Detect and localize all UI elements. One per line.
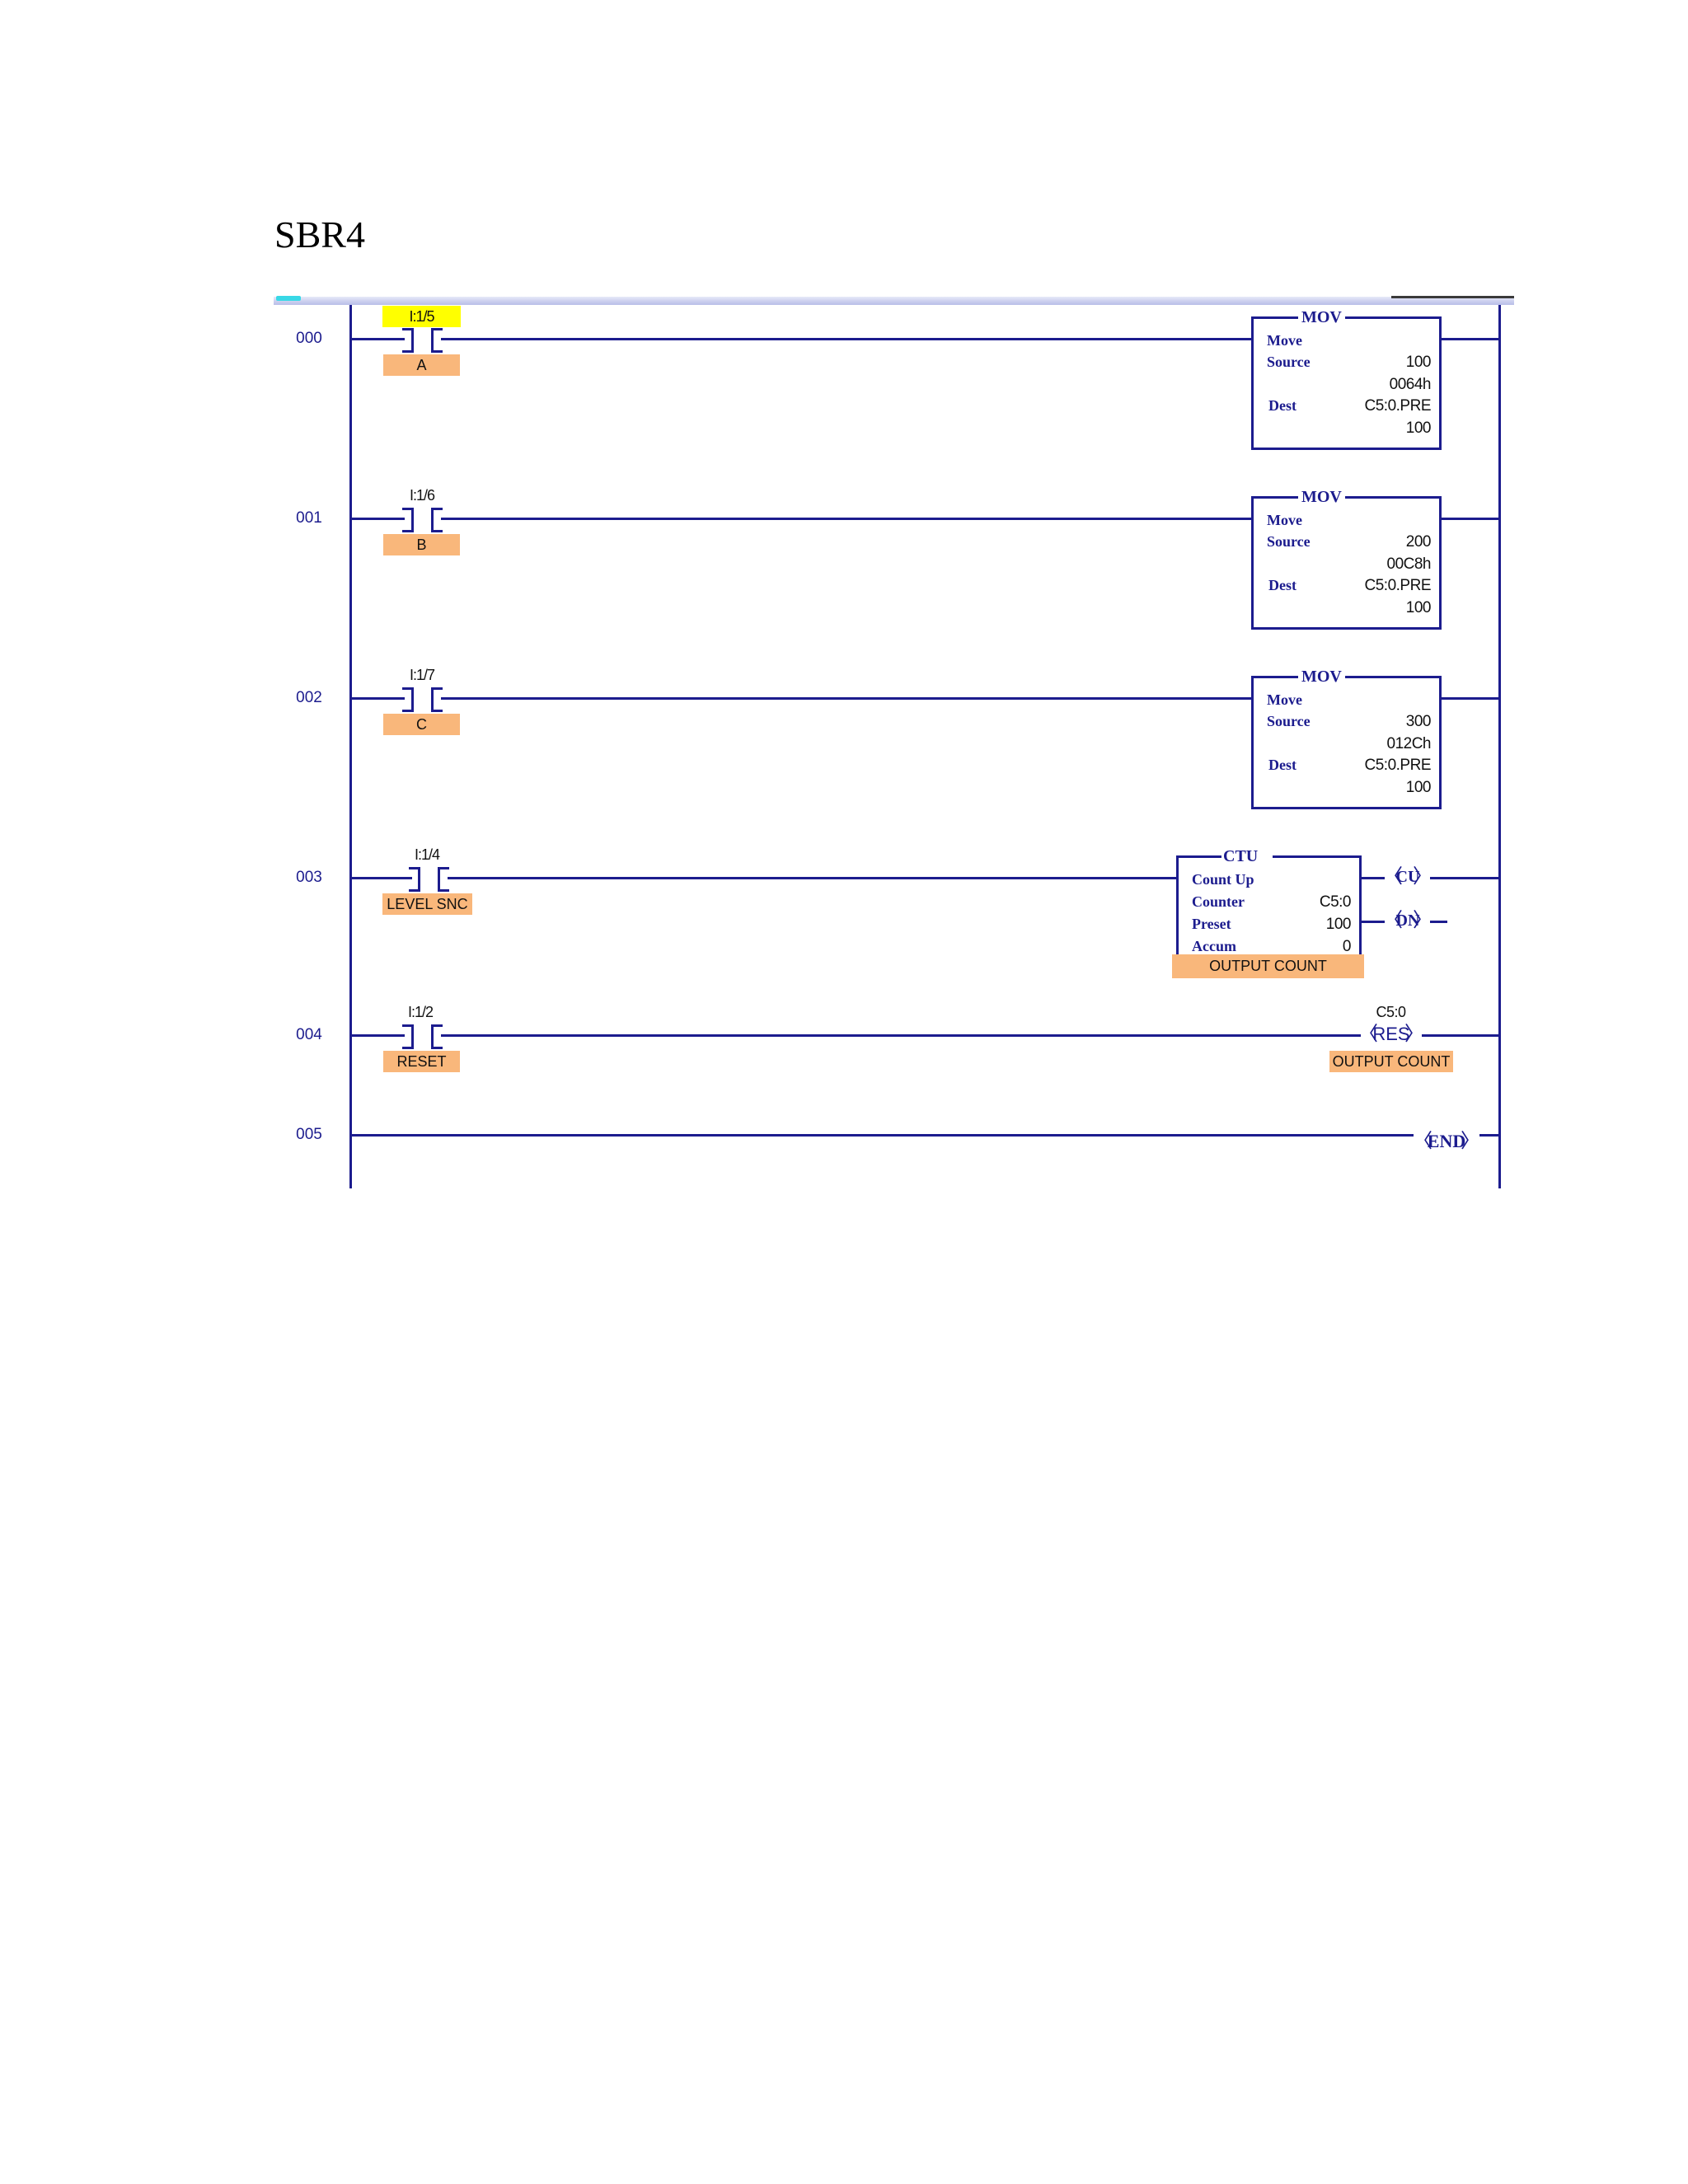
accum-label: Accum	[1192, 938, 1236, 954]
page-title: SBR4	[274, 213, 365, 255]
rung-wire	[350, 338, 405, 340]
rung-wire	[448, 877, 1177, 879]
contact-address: I:1/2	[407, 1004, 434, 1020]
dest-address: C5:0.PRE	[1364, 397, 1432, 415]
dest-value: 100	[1405, 419, 1432, 437]
rung-wire	[350, 518, 405, 520]
rung-wire	[1440, 518, 1499, 520]
rung-number: 005	[296, 1126, 322, 1143]
source-value: 200	[1405, 533, 1432, 551]
res-tag: OUTPUT COUNT	[1329, 1051, 1453, 1072]
dest-label: Dest	[1268, 757, 1296, 773]
preset-label: Preset	[1192, 916, 1231, 932]
right-power-rail	[1498, 305, 1501, 1188]
rung-wire	[1360, 877, 1385, 879]
counter-tag: OUTPUT COUNT	[1172, 954, 1364, 978]
header-bar-edge	[1391, 296, 1514, 298]
rung-wire	[1360, 921, 1385, 923]
block-title: CTU	[1221, 846, 1273, 866]
rung-wire	[1440, 697, 1499, 700]
source-hex: 0064h	[1389, 376, 1432, 393]
block-title: MOV	[1298, 487, 1345, 507]
res-address: C5:0	[1376, 1004, 1406, 1020]
rung-wire	[350, 1134, 1414, 1137]
source-label: Source	[1267, 354, 1311, 370]
dest-value: 100	[1405, 599, 1432, 616]
source-value: 100	[1405, 354, 1432, 371]
contact-tag: C	[383, 714, 460, 735]
rung-wire	[1430, 877, 1499, 879]
ctu-instruction-block[interactable]: CTU Count Up Counter C5:0 Preset 100 Acc…	[1176, 846, 1362, 958]
dest-value: 100	[1405, 779, 1432, 796]
source-hex: 00C8h	[1386, 555, 1432, 573]
left-power-rail	[349, 305, 352, 1188]
res-label: RES	[1372, 1024, 1410, 1044]
contact-address: I:1/7	[409, 667, 435, 683]
rung-wire	[441, 518, 1252, 520]
ladder-header-bar	[274, 297, 1514, 305]
res-coil[interactable]: RES	[1358, 1024, 1424, 1045]
block-description: Move	[1267, 691, 1302, 708]
block-title: MOV	[1298, 307, 1345, 327]
rung-number: 002	[296, 689, 322, 706]
rung-wire	[350, 877, 412, 879]
end-marker: END	[1413, 1131, 1480, 1152]
dest-address: C5:0.PRE	[1364, 577, 1432, 594]
rung-wire	[441, 697, 1252, 700]
rung-number: 004	[296, 1026, 322, 1043]
contact-address: I:1/6	[409, 487, 435, 504]
rung-wire	[441, 1034, 1361, 1037]
accum-value: 0	[1342, 938, 1352, 955]
contact-tag: A	[383, 354, 460, 376]
block-description: Count Up	[1192, 871, 1254, 888]
contact-tag: RESET	[383, 1051, 460, 1072]
contact-tag: B	[383, 534, 460, 555]
mov-instruction-block[interactable]: MOV Move Source 200 00C8h Dest C5:0.PRE …	[1251, 487, 1442, 630]
counter-label: Counter	[1192, 893, 1245, 910]
dn-output-coil[interactable]: DN	[1383, 910, 1432, 931]
source-label: Source	[1267, 713, 1311, 729]
dest-label: Dest	[1268, 397, 1296, 414]
mov-instruction-block[interactable]: MOV Move Source 300 012Ch Dest C5:0.PRE …	[1251, 667, 1442, 809]
block-title: MOV	[1298, 667, 1345, 687]
block-description: Move	[1267, 332, 1302, 349]
contact-tag: LEVEL SNC	[382, 893, 472, 915]
rung-number: 001	[296, 509, 322, 527]
dest-label: Dest	[1268, 577, 1296, 593]
contact-address: I:1/5	[382, 306, 461, 327]
end-label: END	[1427, 1131, 1466, 1151]
source-label: Source	[1267, 533, 1311, 550]
rung-wire	[350, 1034, 405, 1037]
rung-number: 000	[296, 330, 322, 347]
preset-value: 100	[1325, 916, 1352, 933]
mov-instruction-block[interactable]: MOV Move Source 100 0064h Dest C5:0.PRE …	[1251, 307, 1442, 450]
contact-address: I:1/4	[414, 846, 440, 863]
cu-output-coil[interactable]: CU	[1383, 866, 1432, 888]
dest-address: C5:0.PRE	[1364, 757, 1432, 774]
rung-number: 003	[296, 869, 322, 886]
rung-wire	[441, 338, 1252, 340]
cu-label: CU	[1395, 868, 1420, 886]
source-hex: 012Ch	[1386, 735, 1432, 752]
block-description: Move	[1267, 512, 1302, 528]
dn-label: DN	[1395, 912, 1420, 930]
rung-wire	[350, 697, 405, 700]
rung-wire	[1422, 1034, 1499, 1037]
counter-value: C5:0	[1319, 893, 1352, 911]
rung-wire	[1479, 1134, 1499, 1137]
rung-wire	[1440, 338, 1499, 340]
rung-wire	[1430, 921, 1447, 923]
rung-cursor-marker	[276, 296, 301, 301]
source-value: 300	[1405, 713, 1432, 730]
